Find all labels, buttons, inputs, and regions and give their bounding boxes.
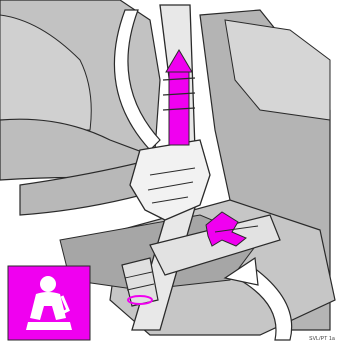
figure-reference-code: SVL/PT 1a [309, 336, 335, 342]
seated-occupant-icon [8, 266, 90, 340]
